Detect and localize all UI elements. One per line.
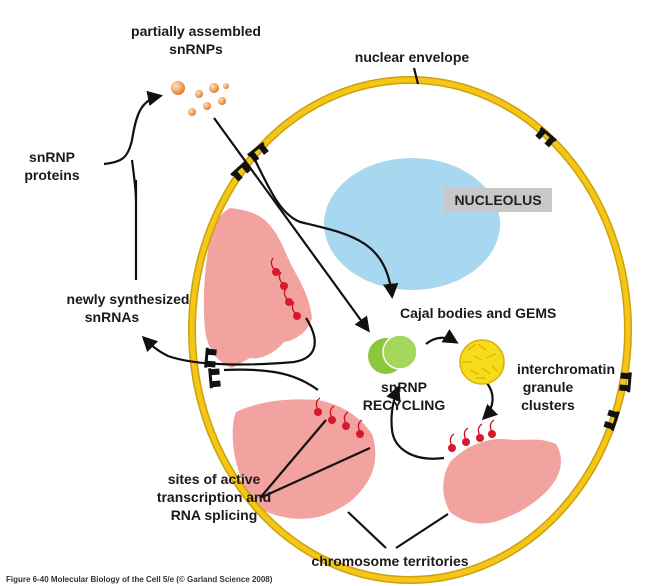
partially-assembled-snrnp-particles xyxy=(171,81,229,116)
transcription-sites xyxy=(272,268,496,452)
lower-export-path xyxy=(223,368,319,391)
pathway-arrows xyxy=(103,67,499,549)
cajal-to-granule-arrow xyxy=(425,329,459,345)
nucleolus xyxy=(324,158,500,290)
chromosome-territories-label: chromosome territories xyxy=(311,553,468,569)
transcription-site-dot xyxy=(285,298,293,306)
newly-synthesized-label: newly synthesized xyxy=(67,291,190,307)
snrnp-particle xyxy=(218,97,226,105)
nuclear-pore-icon xyxy=(247,141,269,163)
nuclear-pore-icon xyxy=(603,409,620,432)
transcription-site-dot xyxy=(314,408,322,416)
sites-pointer-2 xyxy=(259,446,371,500)
transcription-site-dot xyxy=(488,430,496,438)
nuclear-envelope-label: nuclear envelope xyxy=(355,49,470,65)
snrnp-proteins-arrow xyxy=(103,90,164,166)
transcription-site-dot xyxy=(293,312,301,320)
cajal-body-gem xyxy=(382,334,418,370)
import-arrow-to-cajal xyxy=(213,117,370,333)
sites-label-2: transcription and xyxy=(157,489,271,505)
sites-pointer-1 xyxy=(259,419,327,499)
transcription-site-dot xyxy=(476,434,484,442)
snrnp-proteins-label-2: proteins xyxy=(24,167,79,183)
recycling-label: snRNP xyxy=(381,379,427,395)
snrnp-proteins-label: snRNP xyxy=(29,149,75,165)
nuclear-pore-icon xyxy=(208,368,221,389)
territory-pointer-1 xyxy=(347,511,387,549)
interchromatin-label: interchromatin xyxy=(517,361,615,377)
recycling-arrow xyxy=(386,385,445,460)
transcription-site-dot xyxy=(448,444,456,452)
cajal-bodies xyxy=(368,334,418,374)
nuclear-pore-icon xyxy=(535,126,557,148)
snrnp-particle xyxy=(171,81,185,95)
partially-assembled-label-2: snRNPs xyxy=(169,41,223,57)
newly-synthesized-export-arrow xyxy=(141,317,316,366)
chromosome-territory-upper-left xyxy=(203,208,312,368)
transcription-site-dot xyxy=(462,438,470,446)
sites-label: sites of active xyxy=(168,471,261,487)
partially-assembled-label: partially assembled xyxy=(131,23,261,39)
nucleolus-label: NUCLEOLUS xyxy=(454,192,541,208)
transcription-site-dot xyxy=(328,416,336,424)
recycling-label-2: RECYCLING xyxy=(363,397,446,413)
territory-pointer-2 xyxy=(395,513,449,549)
figure-caption: Figure 6-40 Molecular Biology of the Cel… xyxy=(6,575,273,584)
nuclear-envelope-highlight xyxy=(189,77,631,583)
sites-label-3: RNA splicing xyxy=(171,507,258,523)
transcription-site-dot xyxy=(272,268,280,276)
nuclear-pore-icon xyxy=(619,372,632,393)
interchromatin-label-2: granule xyxy=(523,379,574,395)
cajal-bodies-label: Cajal bodies and GEMS xyxy=(400,305,556,321)
snrnp-particle xyxy=(188,108,196,116)
transcription-site-dot xyxy=(280,282,288,290)
chromosome-territory-lower-right xyxy=(443,438,561,524)
transcription-site-dot xyxy=(342,422,350,430)
transcription-site-dot xyxy=(356,430,364,438)
newly-synthesized-label-2: snRNAs xyxy=(85,309,140,325)
nucleolus-label-box xyxy=(444,188,552,212)
interchromatin-granule-cluster xyxy=(459,339,505,385)
nuclear-pore-icon xyxy=(204,347,217,368)
import-arrow-curved xyxy=(253,157,399,300)
snrnp-particle xyxy=(223,83,229,89)
interchromatin-label-3: clusters xyxy=(521,397,575,413)
granule-to-site-arrow xyxy=(481,381,499,421)
nuclear-envelope-pointer xyxy=(412,67,420,85)
snrnp-particle xyxy=(209,83,219,93)
snrnp-particle xyxy=(195,90,203,98)
nuclear-pores xyxy=(204,126,632,432)
snrnp-particle xyxy=(203,102,211,110)
nuclear-pore-icon xyxy=(230,160,252,182)
